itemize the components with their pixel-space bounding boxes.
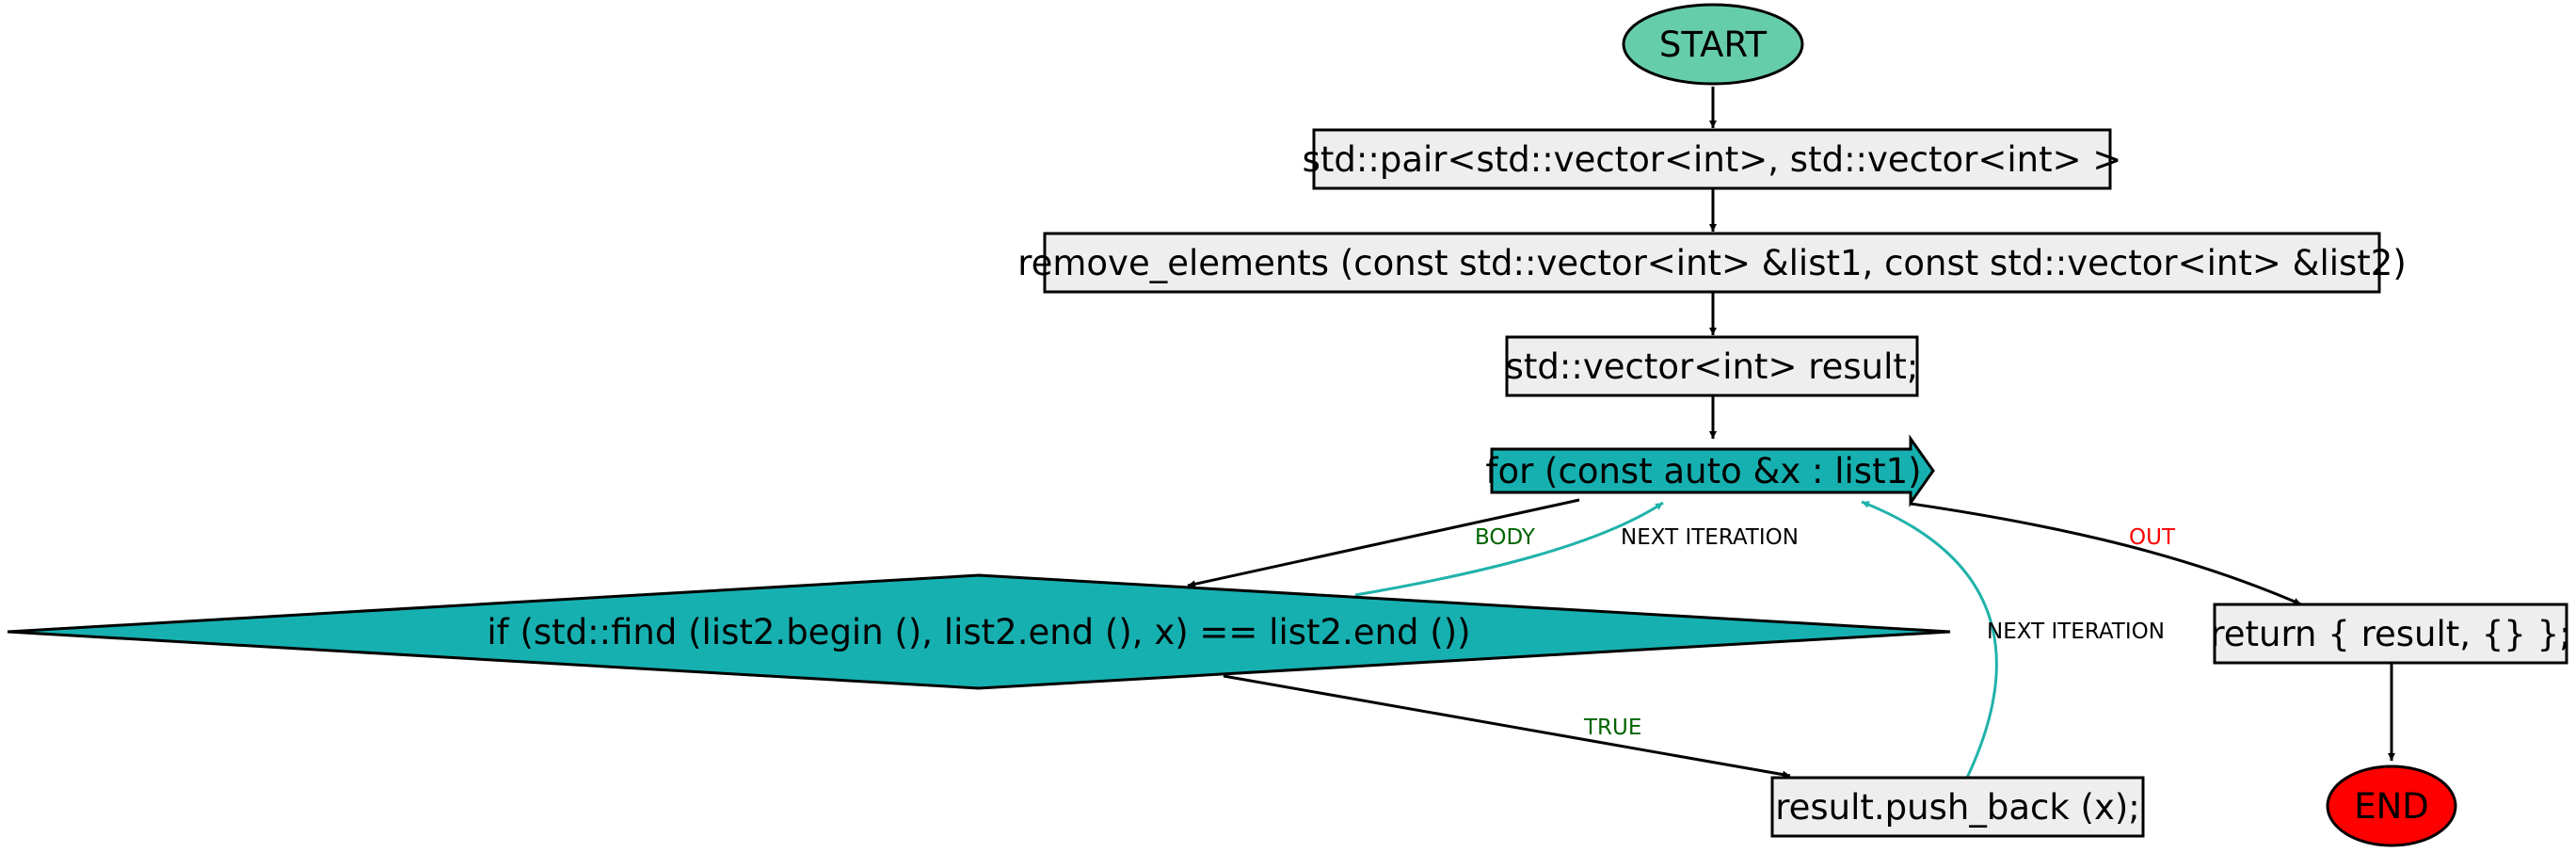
push-back-node: result.push_back (x); — [1770, 776, 2145, 838]
edge-for-to-if-body — [1187, 498, 1580, 588]
pair-decl-label: std::pair<std::vector<int>, std::vector<… — [1303, 139, 2122, 180]
for-loop-node: for (const auto &x : list1) — [1485, 434, 1935, 507]
func-sig-label: remove_elements (const std::vector<int> … — [1017, 243, 2407, 283]
end-label: END — [2354, 786, 2429, 827]
result-decl-label: std::vector<int> result; — [1506, 346, 1919, 387]
result-decl-node: std::vector<int> result; — [1505, 335, 1919, 397]
start-label: START — [1659, 24, 1768, 65]
edge-label-body: BODY — [1475, 525, 1536, 550]
func-sig-node: remove_elements (const std::vector<int> … — [1017, 232, 2407, 294]
edge-if-to-push-true — [1223, 674, 1791, 779]
edge-for-to-return-out — [1910, 502, 2302, 606]
return-label: return { result, {} }; — [2210, 614, 2570, 654]
edge-label-out: OUT — [2129, 525, 2176, 550]
end-node: END — [2326, 764, 2457, 847]
edge-if-to-for-next — [1354, 501, 1664, 597]
edge-labels: BODY NEXT ITERATION OUT NEXT ITERATION T… — [1475, 525, 2176, 740]
edge-push-to-for-next — [1861, 500, 1998, 779]
start-node: START — [1622, 3, 1804, 86]
if-cond-node: if (std::find (list2.begin (), list2.end… — [7, 573, 1951, 690]
edge-label-next-iteration-1: NEXT ITERATION — [1621, 525, 1799, 550]
edges — [1187, 87, 2395, 779]
return-node: return { result, {} }; — [2210, 603, 2571, 665]
if-cond-label: if (std::find (list2.begin (), list2.end… — [487, 612, 1470, 652]
edge-label-next-iteration-2: NEXT ITERATION — [1987, 620, 2165, 644]
edge-label-true: TRUE — [1583, 716, 1641, 740]
pair-decl-node: std::pair<std::vector<int>, std::vector<… — [1303, 128, 2122, 190]
push-back-label: result.push_back (x); — [1775, 787, 2140, 828]
for-loop-label: for (const auto &x : list1) — [1485, 451, 1921, 491]
